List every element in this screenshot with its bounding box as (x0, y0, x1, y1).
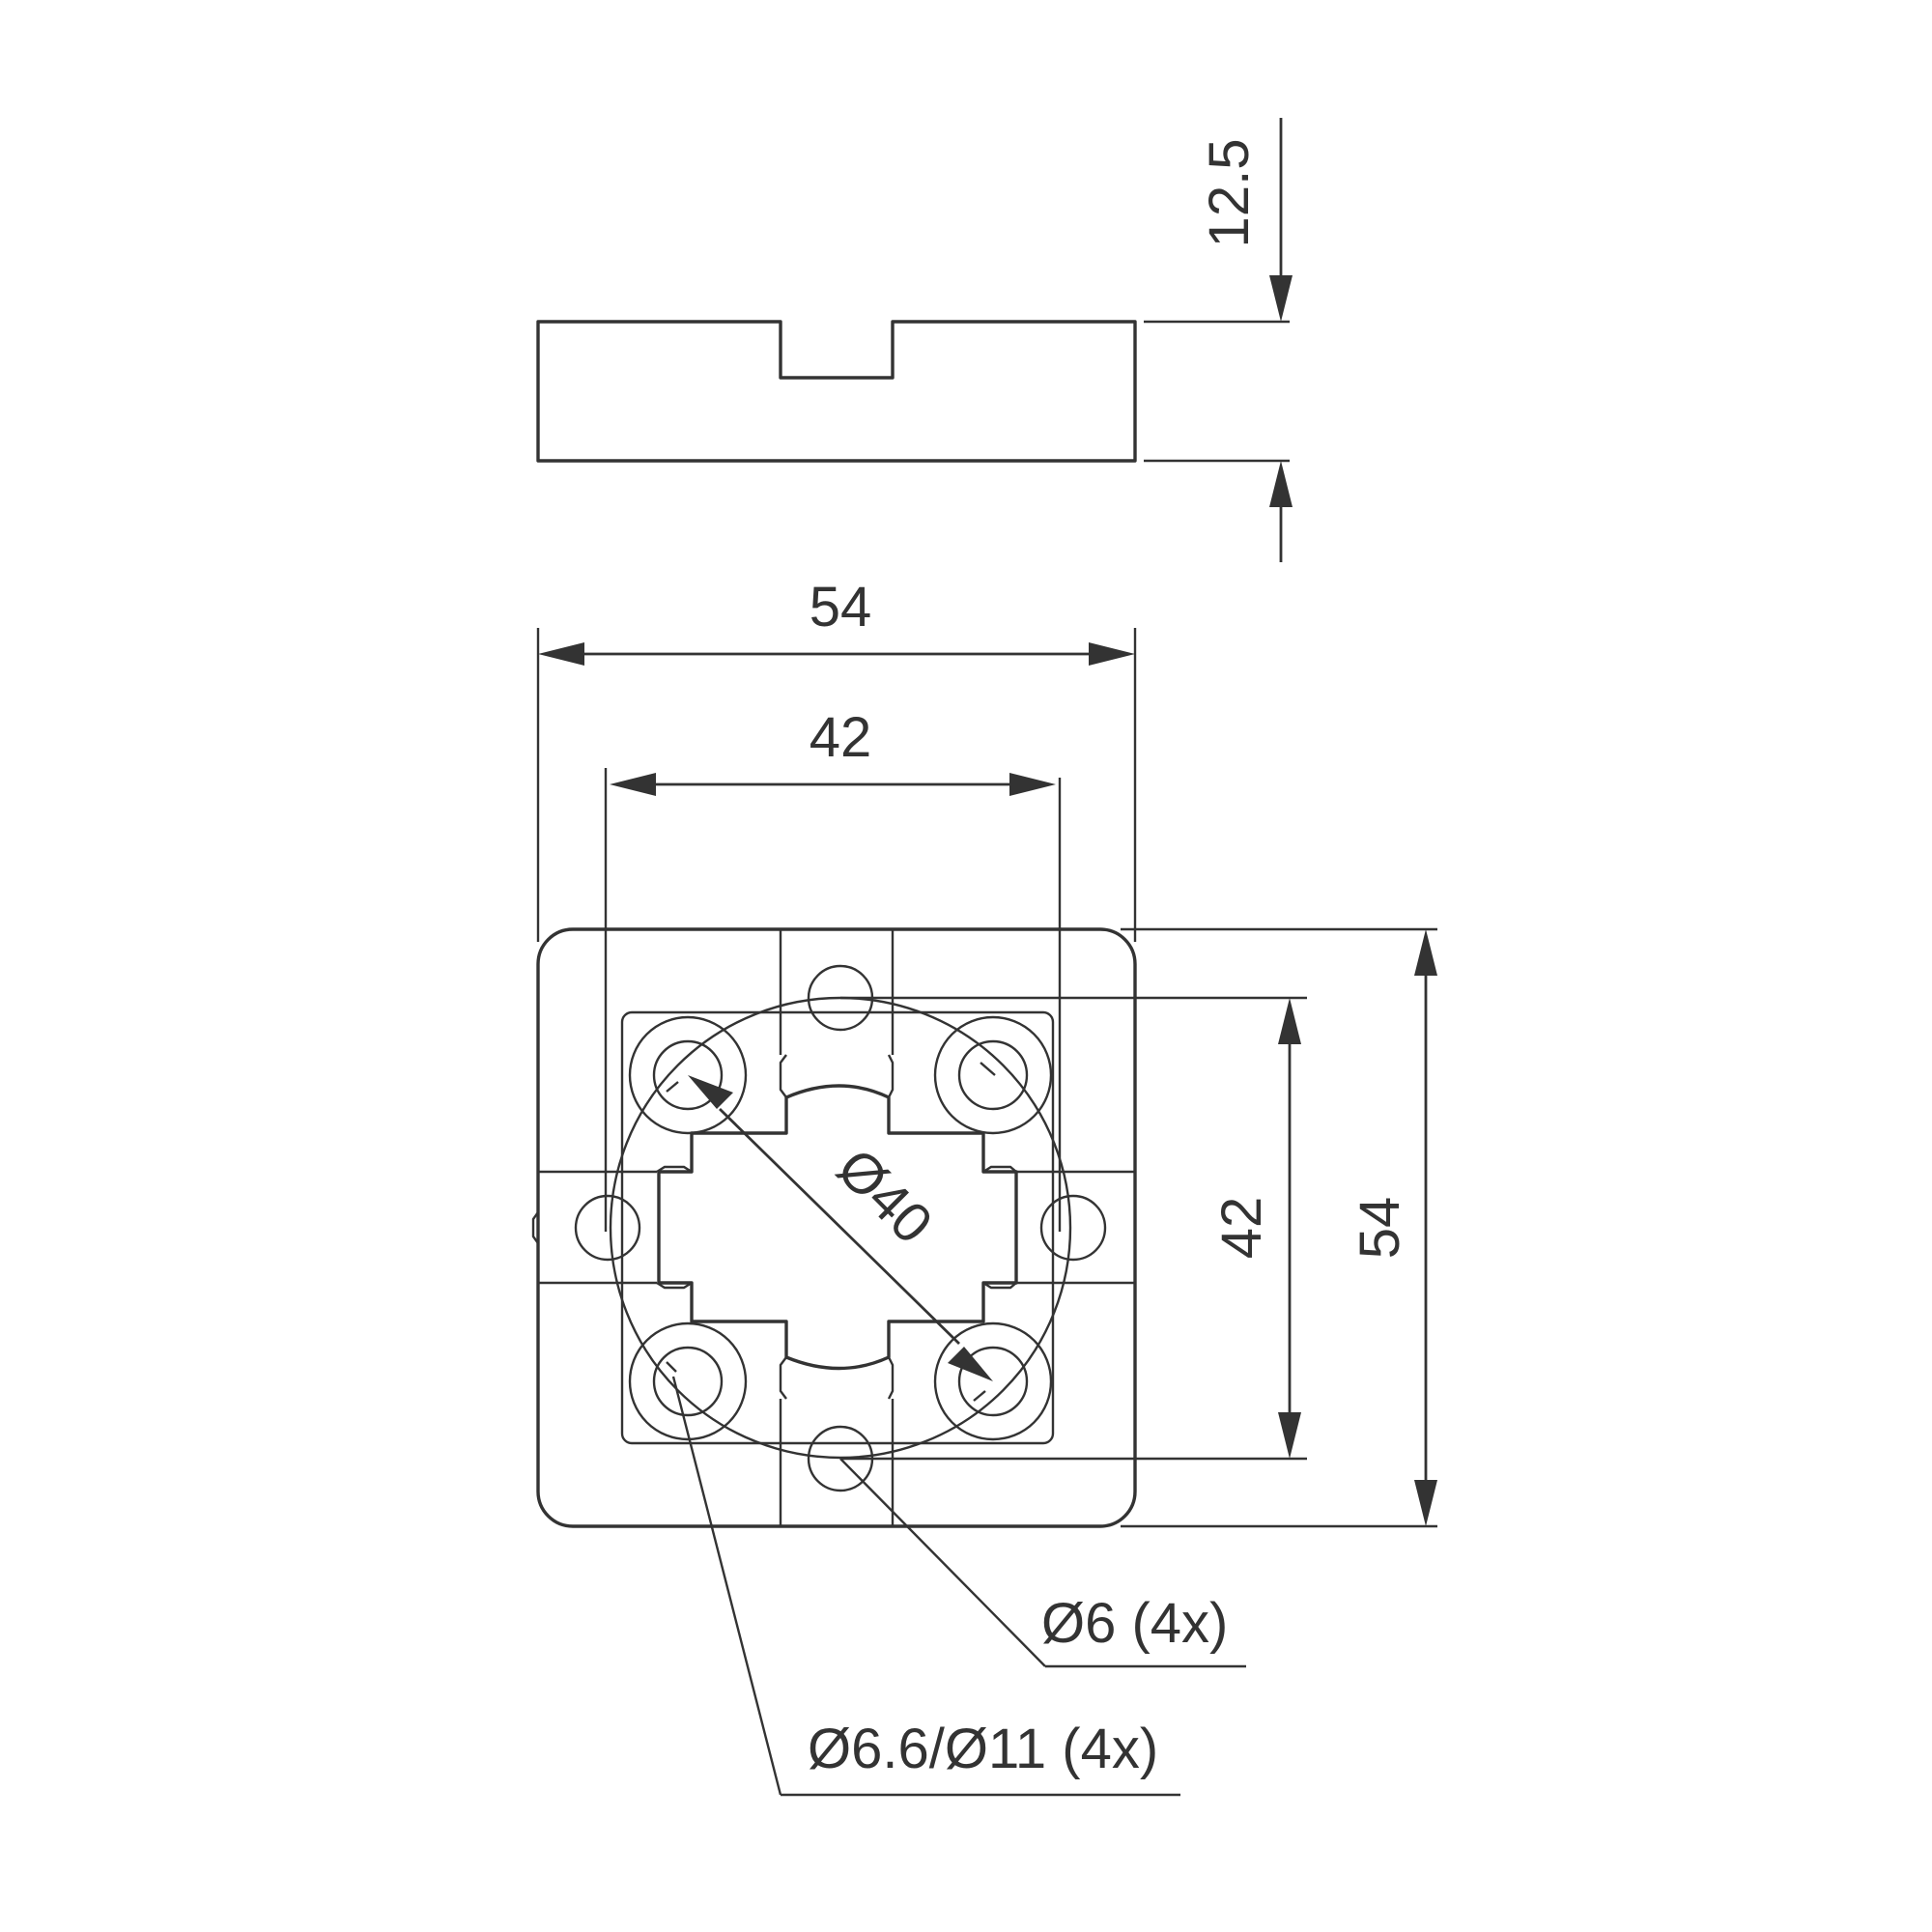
centre-mark (973, 1390, 986, 1402)
dimension-height-outer: 54 (1121, 927, 1437, 1528)
cross-groove-right (982, 1165, 1017, 1290)
dimension-width-top-label: 54 (810, 576, 872, 639)
plan-view: Ø40 (531, 927, 1137, 1528)
callout-counterbored-holes-label: Ø6.6/Ø11 (4x) (808, 1718, 1158, 1780)
inner-pocket (620, 1010, 1055, 1445)
cross-groove-left (656, 1165, 693, 1290)
slot-notch (531, 1211, 539, 1244)
arrow-left (538, 642, 584, 666)
callout-counterbored-holes: Ø6.6/Ø11 (4x) (671, 1376, 1180, 1797)
dimension-width-top: 54 (536, 576, 1137, 942)
cross-groove-top (779, 1054, 895, 1098)
arrow-down (1269, 275, 1293, 322)
arrow-down (1278, 1412, 1301, 1459)
callout-pin-holes-label: Ø6 (4x) (1041, 1592, 1228, 1655)
outer-body (536, 927, 1137, 1528)
leader-line (671, 1376, 782, 1796)
horizontal-slot (531, 1170, 1135, 1285)
dimension-width-inner: 42 (604, 706, 1062, 1232)
through-hole (957, 1039, 1029, 1111)
counterbore (933, 1015, 1053, 1135)
through-hole (652, 1039, 724, 1111)
centre-mark (666, 1081, 679, 1093)
dimension-height: 12.5 (1144, 118, 1293, 562)
dimension-height-inner: 42 (840, 996, 1307, 1461)
dimension-circle-diameter-label: Ø40 (825, 1136, 944, 1255)
vertical-slot (779, 929, 895, 1526)
counterbored-hole-top-left (628, 1015, 748, 1135)
counterbore (933, 1321, 1053, 1441)
arrow-up (1414, 929, 1437, 976)
diameter-line (719, 1108, 960, 1345)
arrow-up (1278, 998, 1301, 1044)
centre-mark (980, 1062, 996, 1076)
centre-mark (666, 1361, 677, 1373)
side-view-outline (536, 320, 1137, 463)
leader-line (839, 1458, 1046, 1667)
arrow-left (610, 773, 656, 796)
arrow-right (1089, 642, 1135, 666)
pin-hole-left (574, 1194, 641, 1262)
counterbored-hole-top-right (933, 1015, 1053, 1135)
counterbore (628, 1015, 748, 1135)
through-hole (957, 1346, 1029, 1417)
counterbored-hole-bottom-left (628, 1321, 748, 1441)
arrow-lower-right (948, 1347, 993, 1381)
dimension-height-inner-label: 42 (1210, 1197, 1273, 1260)
dimension-height-label: 12.5 (1198, 139, 1261, 248)
cross-groove-bottom (779, 1356, 895, 1400)
through-hole (652, 1346, 724, 1417)
arrow-down (1414, 1480, 1437, 1526)
arrow-right (1009, 773, 1056, 796)
callout-pin-holes: Ø6 (4x) (839, 1458, 1246, 1668)
counterbored-hole-bottom-right (933, 1321, 1053, 1441)
arrow-up (1269, 461, 1293, 507)
dimension-circle-diameter: Ø40 (688, 1075, 993, 1381)
counterbore (628, 1321, 748, 1441)
arrow-upper-left (688, 1075, 733, 1109)
dimension-height-outer-label: 54 (1349, 1197, 1411, 1260)
dimension-width-inner-label: 42 (810, 706, 872, 769)
pin-hole-right (1039, 1194, 1107, 1262)
side-view (536, 320, 1137, 463)
